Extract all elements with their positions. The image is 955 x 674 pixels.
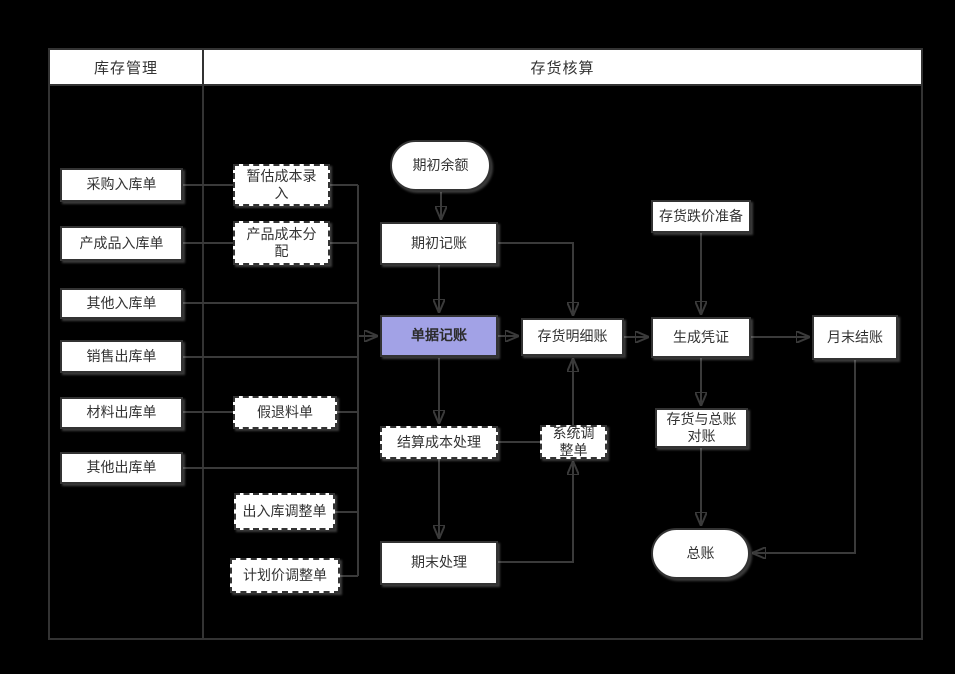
node-other-outbound-order: 其他出库单 (60, 452, 183, 484)
node-inventory-depreciation-reserve: 存货跌价准备 (651, 200, 751, 233)
node-settlement-cost-processing: 结算成本处理 (380, 426, 498, 459)
node-opening-posting: 期初记账 (380, 222, 498, 265)
node-other-inbound-order: 其他入库单 (60, 288, 183, 319)
node-material-outbound-order: 材料出库单 (60, 397, 183, 429)
node-inbound-outbound-adjustment-order: 出入库调整单 (234, 493, 335, 530)
node-sales-outbound-order: 销售出库单 (60, 340, 183, 373)
node-estimated-cost-entry: 暂估成本录 入 (233, 164, 330, 206)
node-finished-goods-inbound-order: 产成品入库单 (60, 226, 183, 261)
lane-header-inventory-accounting: 存货核算 (202, 48, 923, 86)
node-generate-voucher: 生成凭证 (651, 317, 751, 358)
node-purchase-inbound-order: 采购入库单 (60, 168, 183, 202)
node-month-end-closing: 月末结账 (812, 315, 898, 360)
node-period-end-processing: 期末处理 (380, 541, 498, 585)
lane-divider (202, 48, 204, 640)
node-inventory-subsidiary-ledger: 存货明细账 (521, 318, 624, 356)
node-product-cost-allocation: 产品成本分 配 (233, 221, 330, 265)
lane-title: 库存管理 (93, 59, 158, 77)
node-system-adjustment-order: 系统调 整单 (540, 425, 607, 459)
node-pseudo-material-return-order: 假退料单 (233, 396, 337, 429)
node-document-posting: 单据记账 (380, 315, 498, 357)
node-inventory-gl-reconciliation: 存货与总账 对账 (655, 408, 748, 448)
node-planned-price-adjustment-order: 计划价调整单 (230, 558, 340, 593)
node-opening-balance: 期初余额 (390, 140, 491, 191)
lane-title: 存货核算 (530, 59, 595, 77)
node-general-ledger: 总账 (651, 528, 750, 579)
